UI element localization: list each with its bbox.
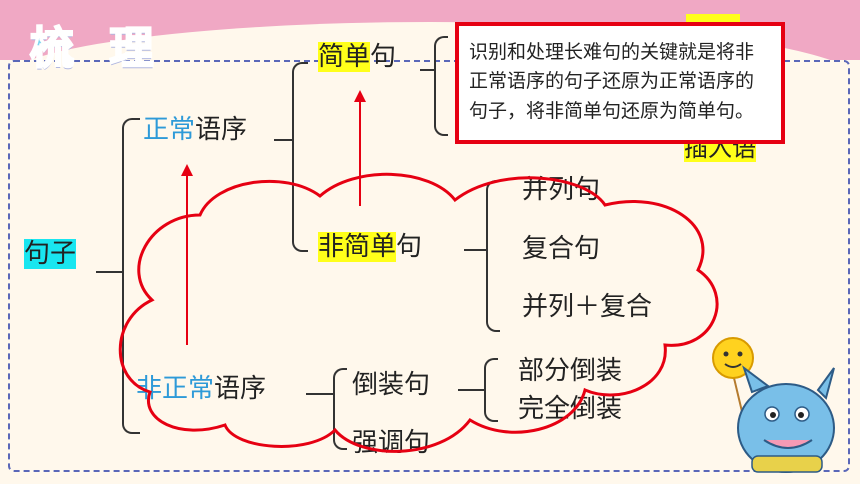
node-abnormal-order: 非正常语序	[136, 374, 266, 405]
normal-prefix: 正常	[143, 115, 196, 145]
node-full-inversion: 完全倒装	[518, 394, 623, 424]
abnormal-suffix: 语序	[214, 374, 267, 404]
node-non-simple: 非简单句	[318, 232, 422, 263]
thought-cloud	[118, 172, 719, 453]
node-simple: 简单句	[318, 42, 396, 73]
page-title: 梳 理	[29, 22, 164, 75]
root-bracket	[122, 118, 140, 434]
inversion-bracket	[484, 358, 498, 422]
normal-suffix: 语序	[195, 115, 248, 145]
monster-icon	[737, 365, 835, 473]
simple-bracket	[434, 36, 448, 136]
nonsimple-highlight: 非简单	[318, 232, 397, 262]
node-emphatic: 强调句	[352, 428, 431, 458]
node-normal-order: 正常语序	[143, 115, 247, 146]
root-label: 句子	[24, 239, 77, 269]
node-inversion: 倒装句	[352, 370, 431, 400]
arrowhead-to-normal	[181, 164, 193, 176]
dashed-frame	[8, 60, 850, 472]
nonsimple-suffix: 句	[396, 232, 423, 262]
node-complex: 复合句	[522, 234, 601, 264]
node-root: 句子	[24, 239, 77, 270]
normal-bracket	[292, 62, 308, 252]
simple-suffix: 句	[370, 42, 397, 72]
node-parallel-complex: 并列＋复合	[522, 292, 653, 322]
arrowhead-to-simple	[354, 90, 366, 102]
abnormal-bracket	[333, 368, 347, 450]
simple-highlight: 简单	[318, 42, 371, 72]
note-box: 识别和处理长难句的关键就是将非正常语序的句子还原为正常语序的句子，将非简单句还原…	[455, 22, 785, 144]
node-partial-inversion: 部分倒装	[518, 356, 623, 386]
